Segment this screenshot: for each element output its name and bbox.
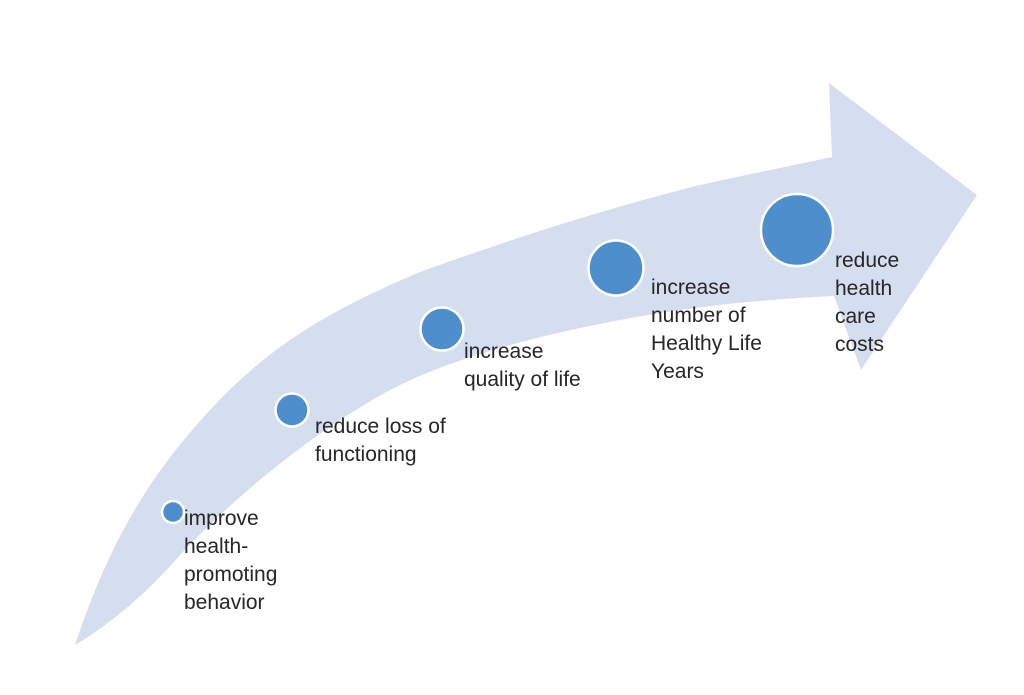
swoosh-arrow-shape — [75, 83, 977, 645]
step-label-3: increase quality of life — [464, 340, 581, 391]
step-circle-4 — [587, 239, 645, 297]
step-label-2: reduce loss of functioning — [315, 415, 446, 466]
step-label-4: increase number of Healthy Life Years — [651, 276, 762, 383]
step-label-1: improve health- promoting behavior — [184, 507, 278, 614]
step-circle-1 — [160, 499, 186, 525]
step-circle-2 — [274, 392, 310, 428]
step-circle-5 — [759, 192, 835, 268]
step-circle-3 — [419, 306, 465, 352]
step-label-5: reduce health care costs — [835, 249, 900, 356]
